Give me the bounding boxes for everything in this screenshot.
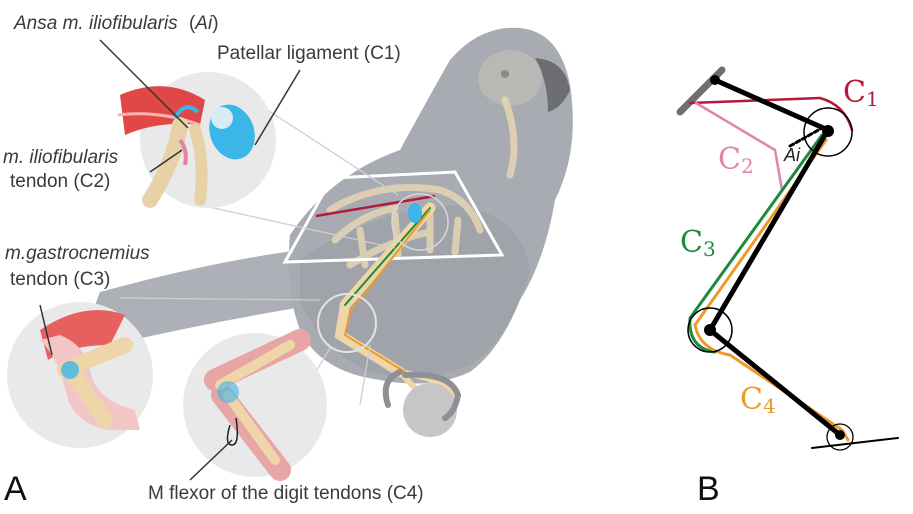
knee-joint-circle [687, 307, 733, 353]
leader-lines [39, 39, 301, 481]
inset-knee [117, 72, 276, 208]
panel-label-b: B [697, 470, 720, 508]
label-ansa-name: Ansa m. iliofibularis [14, 13, 178, 34]
label-ansa-open: ( [188, 13, 196, 34]
label-iliofib-tendon: tendon (C2) [10, 171, 111, 192]
label-flexor: M flexor of the digit tendons (C4) [148, 483, 424, 504]
c4-tendon [693, 138, 850, 442]
toes [382, 369, 462, 421]
c2-tendon [694, 101, 784, 192]
ankle-joint-circle [826, 423, 854, 451]
leg-segments [707, 77, 843, 438]
ai-angle [788, 126, 824, 148]
label-gastro-tendon: tendon (C3) [10, 269, 111, 290]
pelvis-frame [282, 170, 505, 264]
label-c2: C2 [718, 142, 754, 178]
c1-line-body [315, 194, 436, 218]
label-iliofib-name: m. iliofibularis [3, 147, 119, 168]
ankle-circle [317, 293, 377, 353]
knee-circle [391, 193, 449, 251]
label-ai: Ai [784, 145, 801, 165]
hip-joint-circle [803, 107, 853, 157]
label-patellar: Patellar ligament (C1) [217, 43, 401, 64]
perch [403, 383, 457, 437]
label-ansa-abbr: Ai [195, 13, 213, 34]
label-c1: C1 [843, 75, 879, 111]
toe-segment [811, 437, 899, 449]
label-gastro-name: m.gastrocnemius [5, 243, 150, 264]
panel-label-a: A [4, 470, 27, 508]
c3-tendon [688, 133, 824, 354]
label-ansa-close: ) [212, 13, 219, 34]
knee-tendon-body [408, 203, 422, 223]
label-c3: C3 [680, 225, 716, 261]
joint-dots [704, 75, 845, 440]
inset-flexor [183, 329, 327, 481]
label-ansa: Ansa m. iliofibularis (Ai) [14, 13, 219, 35]
inset-ankle [7, 302, 153, 448]
label-c4: C4 [740, 382, 776, 418]
